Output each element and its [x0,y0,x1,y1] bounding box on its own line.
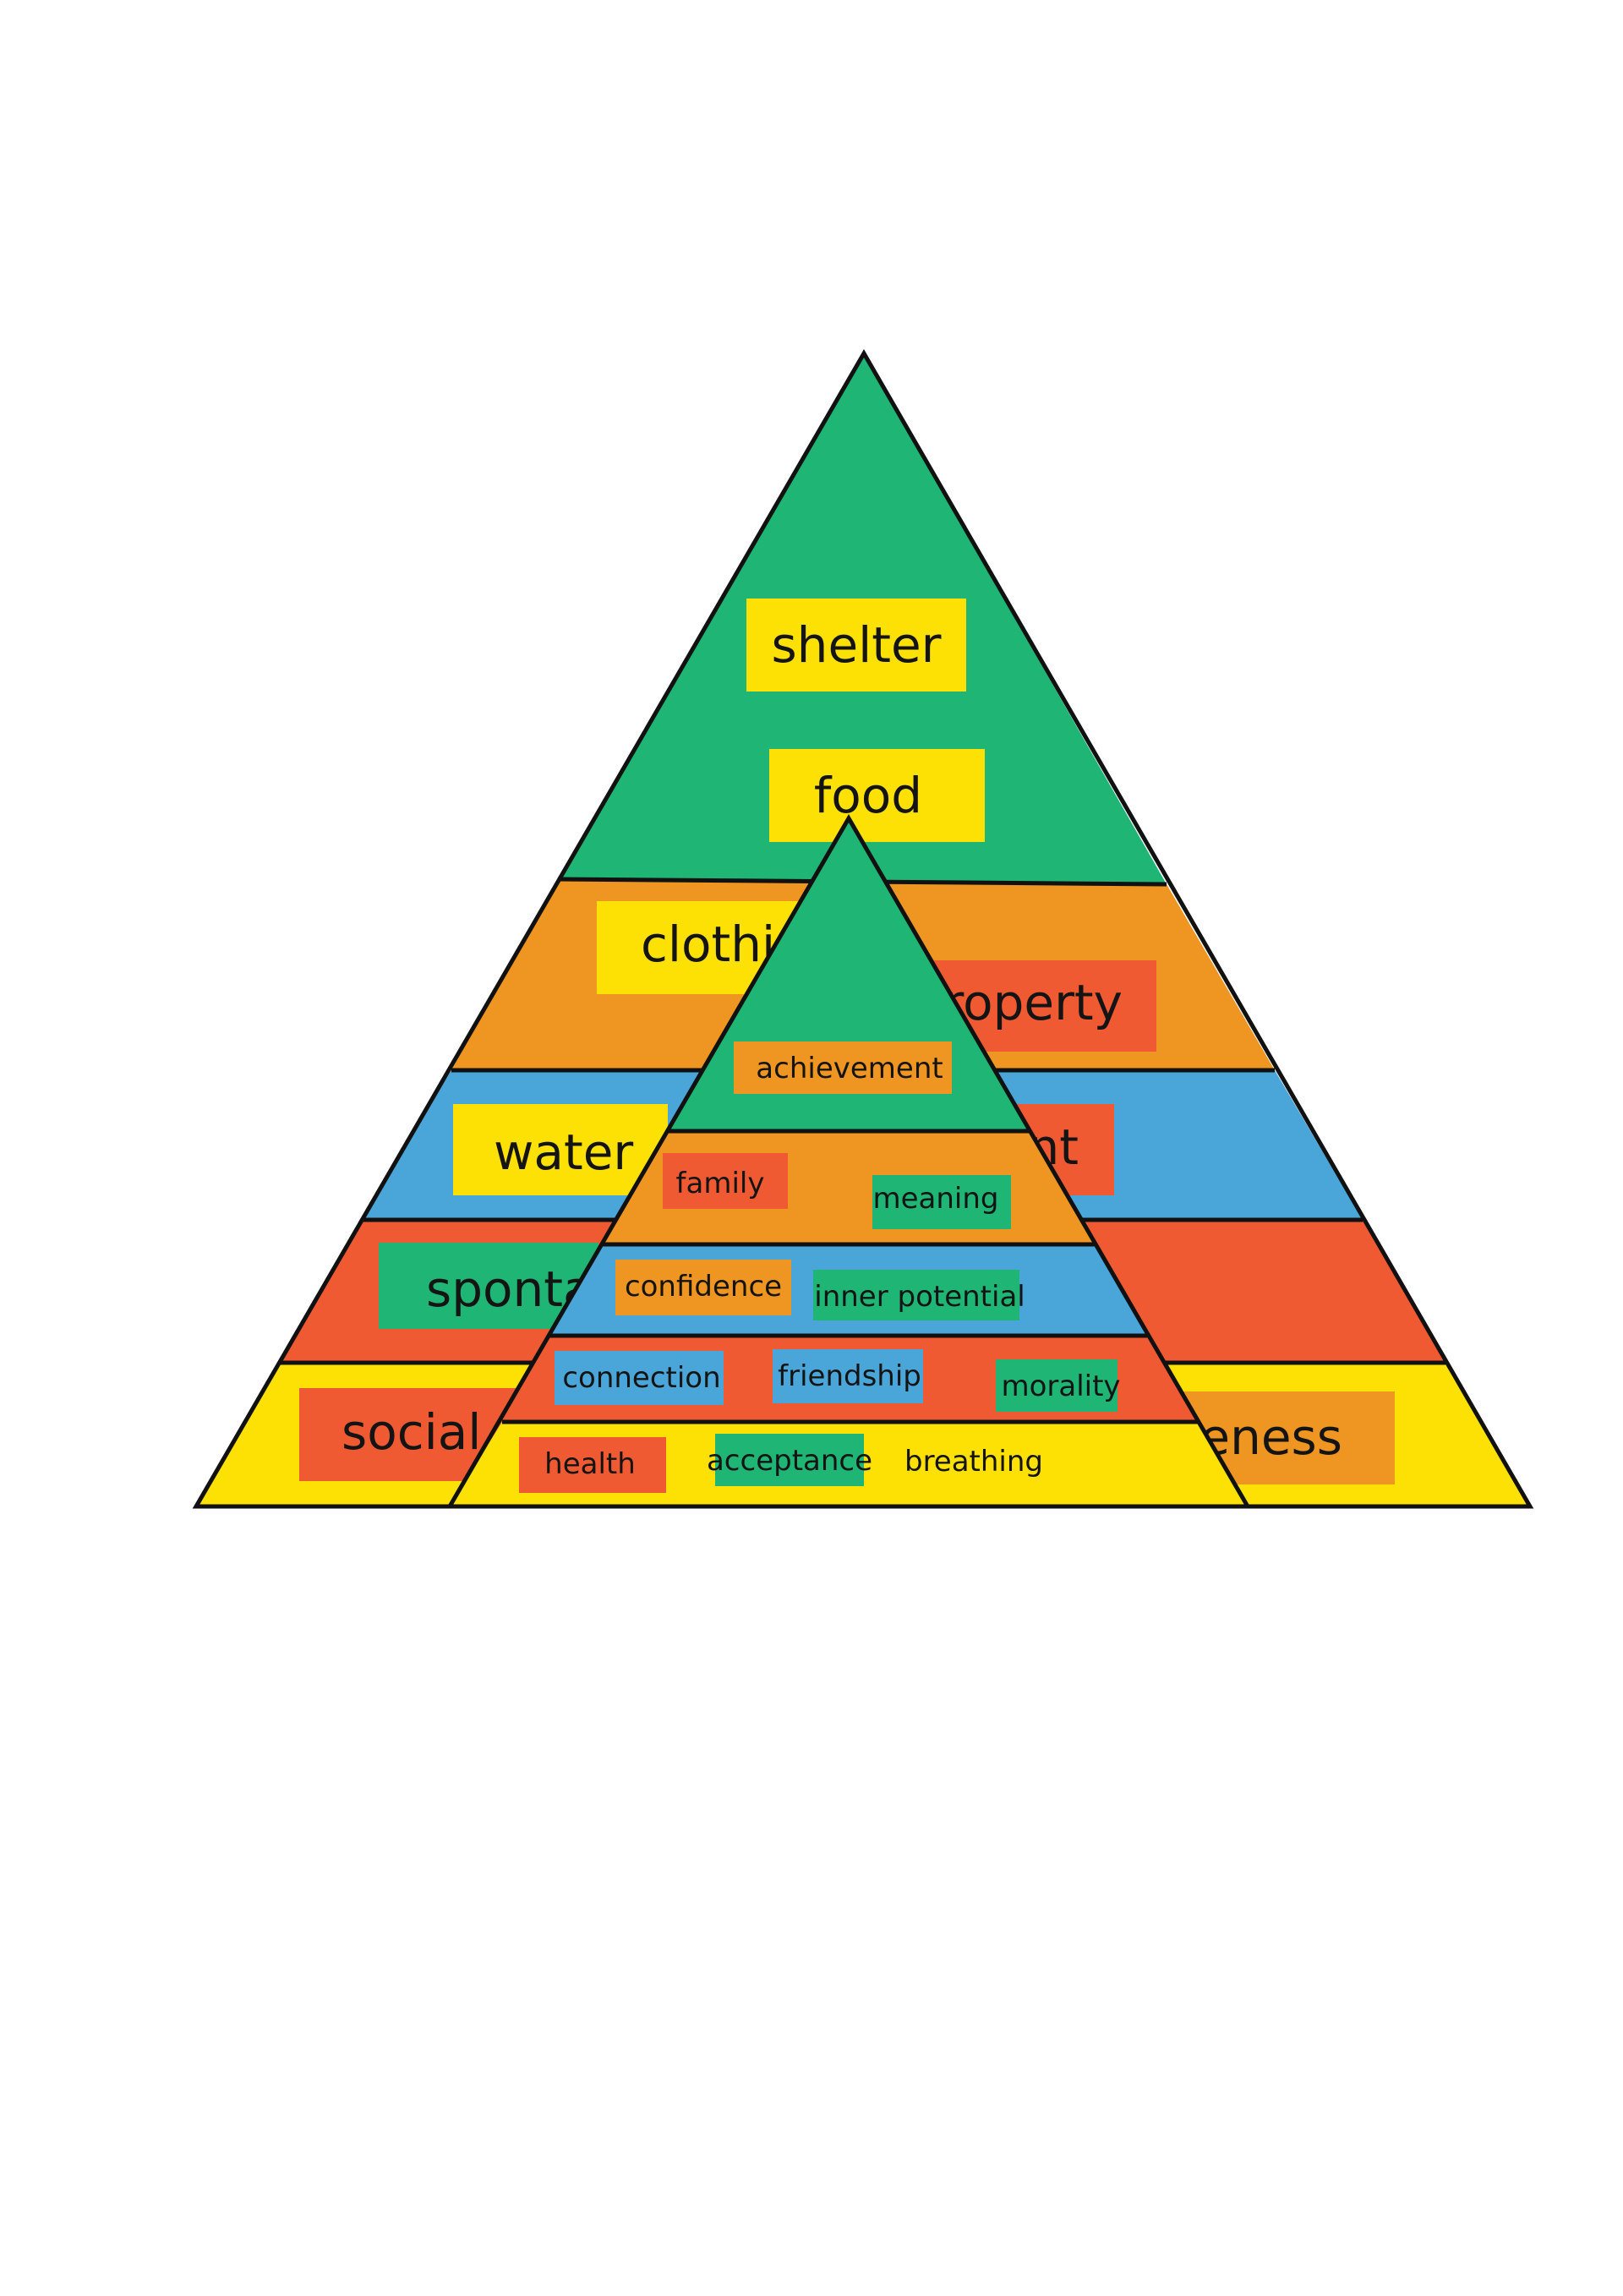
label-friendship: friendship [773,1349,923,1403]
svg-text:health: health [544,1447,636,1481]
svg-text:family: family [676,1167,765,1200]
small-pyramid: achievement family meaning confidence in… [445,814,1252,1509]
svg-text:acceptance: acceptance [707,1444,872,1478]
svg-text:roperty: roperty [944,974,1123,1031]
label-breathing: breathing [904,1445,1043,1479]
label-water: water [453,1104,668,1195]
svg-text:breathing: breathing [904,1445,1043,1479]
svg-text:food: food [814,767,922,824]
label-acceptance: acceptance [707,1434,872,1486]
svg-text:confidence: confidence [625,1270,782,1304]
svg-text:meaning: meaning [873,1182,999,1216]
label-connection: connection [555,1351,724,1405]
label-meaning: meaning [872,1175,1011,1229]
svg-text:shelter: shelter [771,616,941,674]
label-food: food [769,749,985,842]
svg-text:clothi: clothi [641,916,775,973]
svg-text:inner potential: inner potential [814,1280,1025,1314]
label-family: family [663,1153,788,1209]
svg-text:morality: morality [1001,1369,1120,1403]
small-outlines [445,814,1252,1509]
label-health: health [519,1437,666,1493]
svg-text:achievement: achievement [756,1052,943,1085]
label-confidence: confidence [615,1260,791,1315]
svg-text:friendship: friendship [778,1359,921,1393]
svg-text:connection: connection [562,1361,720,1395]
svg-text:water: water [494,1123,633,1181]
label-morality: morality [996,1359,1121,1412]
label-clothing: clothi [597,901,817,994]
label-shelter: shelter [746,599,966,692]
label-achievement: achievement [734,1041,952,1094]
label-inner-potential: inner potential [813,1270,1025,1320]
